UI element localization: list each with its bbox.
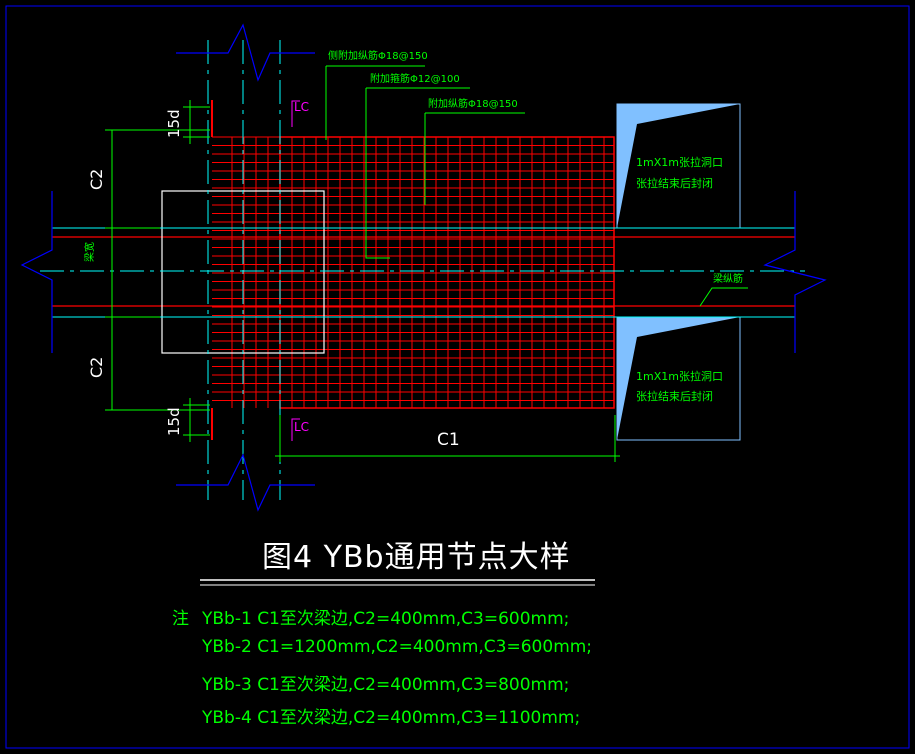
label-beam-width: 梁宽 [85, 242, 96, 262]
note-text: YBb-1 C1至次梁边,C2=400mm,C3=600mm; [202, 609, 570, 629]
note-line: YBb-4 C1至次梁边,C2=400mm,C3=1100mm; [172, 703, 592, 736]
note-text: YBb-3 C1至次梁边,C2=400mm,C3=800mm; [202, 675, 570, 695]
dimension-lines [105, 65, 748, 462]
opening-bottom-fill [617, 317, 740, 440]
label-c1: C1 [437, 430, 460, 450]
label-stirrup: 附加箍筋Φ12@100 [370, 74, 460, 85]
title-underline [200, 579, 595, 586]
note-line: 注 YBb-1 C1至次梁边,C2=400mm,C3=600mm; [172, 604, 592, 637]
notes-block: 注 YBb-1 C1至次梁边,C2=400mm,C3=600mm; YBb-2 … [172, 604, 592, 736]
label-15d-top: 15d [165, 109, 183, 138]
drawing-frame [5, 5, 910, 749]
note-text: YBb-2 C1=1200mm,C2=400mm,C3=600mm; [202, 637, 593, 657]
label-side-rebar: 侧附加纵筋Φ18@150 [328, 51, 428, 62]
label-lc-top: LC [294, 100, 310, 114]
opening-top-fill [617, 104, 740, 228]
note-line: YBb-2 C1=1200mm,C2=400mm,C3=600mm; [172, 637, 592, 670]
label-opening-top-2: 张拉结束后封闭 [636, 177, 713, 190]
label-lc-bottom: LC [294, 420, 310, 434]
rebar-grid [211, 100, 615, 440]
break-lines [20, 23, 827, 512]
label-c2-top: C2 [87, 168, 106, 190]
label-opening-top-1: 1mX1m张拉洞口 [636, 156, 723, 169]
lc-markers [291, 100, 300, 441]
note-line: YBb-3 C1至次梁边,C2=400mm,C3=800mm; [172, 670, 592, 703]
label-opening-bottom-2: 张拉结束后封闭 [636, 390, 713, 403]
note-text: YBb-4 C1至次梁边,C2=400mm,C3=1100mm; [202, 708, 581, 728]
label-opening-bottom-1: 1mX1m张拉洞口 [636, 370, 723, 383]
note-prefix: 注 [172, 609, 189, 629]
label-15d-bottom: 15d [165, 407, 183, 436]
drawing-title: 图4 YBb通用节点大样 [262, 540, 571, 575]
label-longitudinal-rebar: 附加纵筋Φ18@150 [428, 99, 518, 110]
label-beam-rebar: 梁纵筋 [713, 274, 743, 285]
beam-rebars [52, 236, 795, 307]
label-c2-bottom: C2 [87, 356, 106, 378]
